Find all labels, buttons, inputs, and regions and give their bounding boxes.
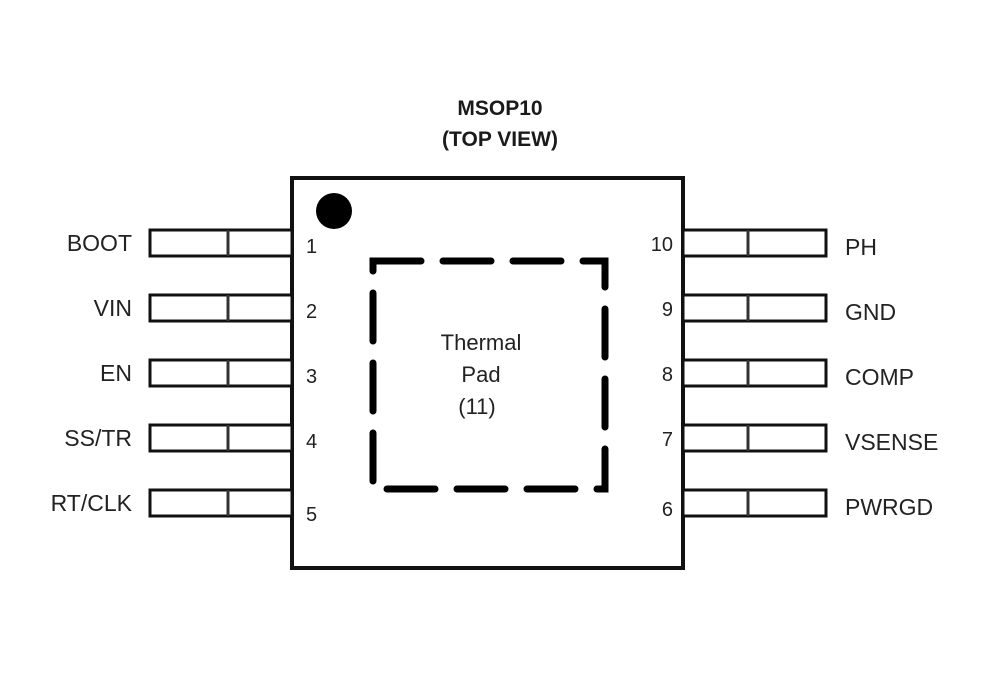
pin-number-label: 5 [306,504,317,526]
pin-1: BOOT 1 [67,228,317,258]
pin-number-label: 1 [306,236,317,258]
pin-name-label: VIN [94,295,132,321]
thermal-pad-label-line1: Thermal [441,330,522,355]
pin-number-label: 7 [662,429,673,451]
package-body [290,176,685,570]
pin-number-label: 10 [651,234,673,256]
package-title: MSOP10 [457,97,543,120]
pin-number-label: 6 [662,499,673,521]
pin-9: 9 GND [662,293,896,325]
pin-number-label: 8 [662,364,673,386]
pin-lead [681,358,828,388]
pin-6: 6 PWRGD [662,488,933,521]
thermal-pad-number: (11) [458,394,496,419]
pin-10: 10 PH [651,228,877,260]
pin-8: 8 COMP [662,358,914,390]
pin-number-label: 4 [306,431,317,453]
pin-lead [148,228,294,258]
pin-lead [148,293,294,323]
pin-3: EN 3 [100,358,317,388]
package-view-label: (TOP VIEW) [442,128,558,151]
pin-number-label: 2 [306,301,317,323]
pin-name-label: BOOT [67,230,132,256]
pin-lead [148,488,294,518]
pin-2: VIN 2 [94,293,317,323]
pin-name-label: PWRGD [845,494,933,520]
pin-lead [681,293,828,323]
right-pin-group: 10 PH 9 GND 8 COMP 7 VSENSE 6 PWRGD [651,228,938,521]
pin1-indicator-dot [316,193,352,229]
pin-lead [681,228,828,258]
pin-lead [148,423,294,453]
pin-lead [681,423,828,453]
pin-name-label: RT/CLK [51,490,133,516]
pin-name-label: COMP [845,364,914,390]
pin-number-label: 9 [662,299,673,321]
pin-lead [681,488,828,518]
pin-name-label: SS/TR [64,425,132,451]
pin-name-label: GND [845,299,896,325]
pin-name-label: PH [845,234,877,260]
thermal-pad-outline [369,257,609,493]
pin-lead [148,358,294,388]
thermal-pad-label-line2: Pad [461,362,500,387]
pin-7: 7 VSENSE [662,423,938,455]
pin-4: SS/TR 4 [64,423,317,453]
pin-5: RT/CLK 5 [51,488,317,526]
pin-number-label: 3 [306,366,317,388]
pin-name-label: EN [100,360,132,386]
pin-name-label: VSENSE [845,429,938,455]
